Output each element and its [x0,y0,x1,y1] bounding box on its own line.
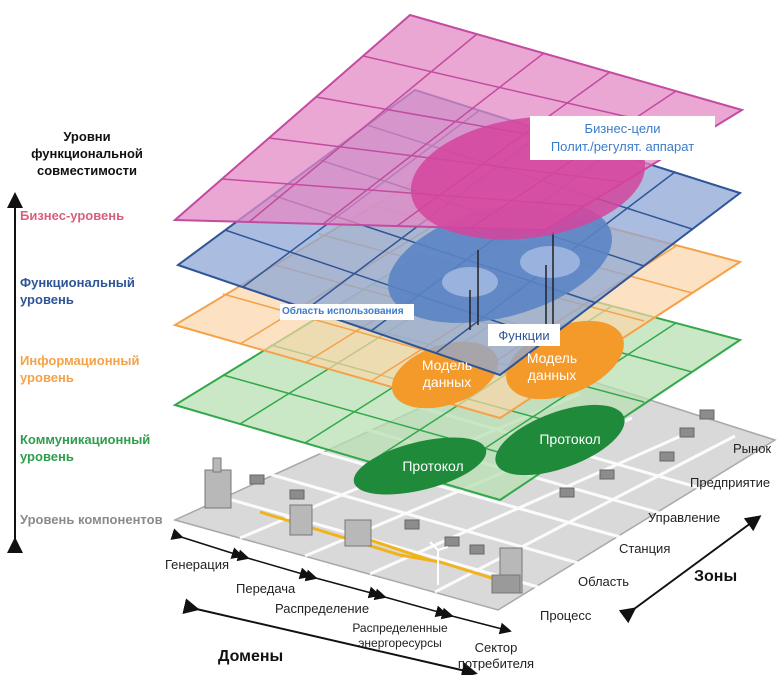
zone-station: Станция [619,541,671,556]
domain-der: Распределенные энергоресурсы [352,621,448,650]
data-model-label-1: Модель данных [421,357,473,390]
zone-market: Рынок [733,441,772,456]
domains-title: Домены [218,648,284,665]
protocol-label-2: Протокол [539,431,601,447]
zones-title: Зоны [694,568,738,585]
domain-customer: Сектор потребителя [457,640,535,671]
zone-enterprise: Предприятие [690,475,771,490]
level-business-label: Бизнес-уровень [20,208,125,223]
zones-axis-arrow [618,515,762,624]
domain-generation: Генерация [165,557,230,572]
business-goals-label: Бизнес-цели [584,121,661,136]
data-model-label-2: Модель данных [526,350,578,383]
domain-segments [170,528,512,635]
domain-transmission: Передача [236,581,296,596]
domain-distribution: Распределение [275,601,370,616]
functions-box [488,324,560,346]
level-function-label: Функциональный уровень [20,275,135,307]
levels-title: Уровни функциональной совместимости [31,129,143,178]
level-component-label: Уровень компонентов [20,512,163,527]
zone-process: Процесс [540,608,592,623]
business-goals-box [530,116,715,160]
level-communication-label: Коммуникационный уровень [20,432,151,464]
use-case-box [280,304,414,320]
zone-operation: Управление [648,510,721,525]
level-information-label: Информационный уровень [20,353,140,385]
policy-label: Полит./регулят. аппарат [550,139,695,154]
use-case-label: Область использования [282,306,404,317]
domains-axis-arrow [182,598,478,675]
zone-field: Область [578,574,630,589]
functions-label: Функции [498,328,550,343]
protocol-label-1: Протокол [402,458,464,474]
